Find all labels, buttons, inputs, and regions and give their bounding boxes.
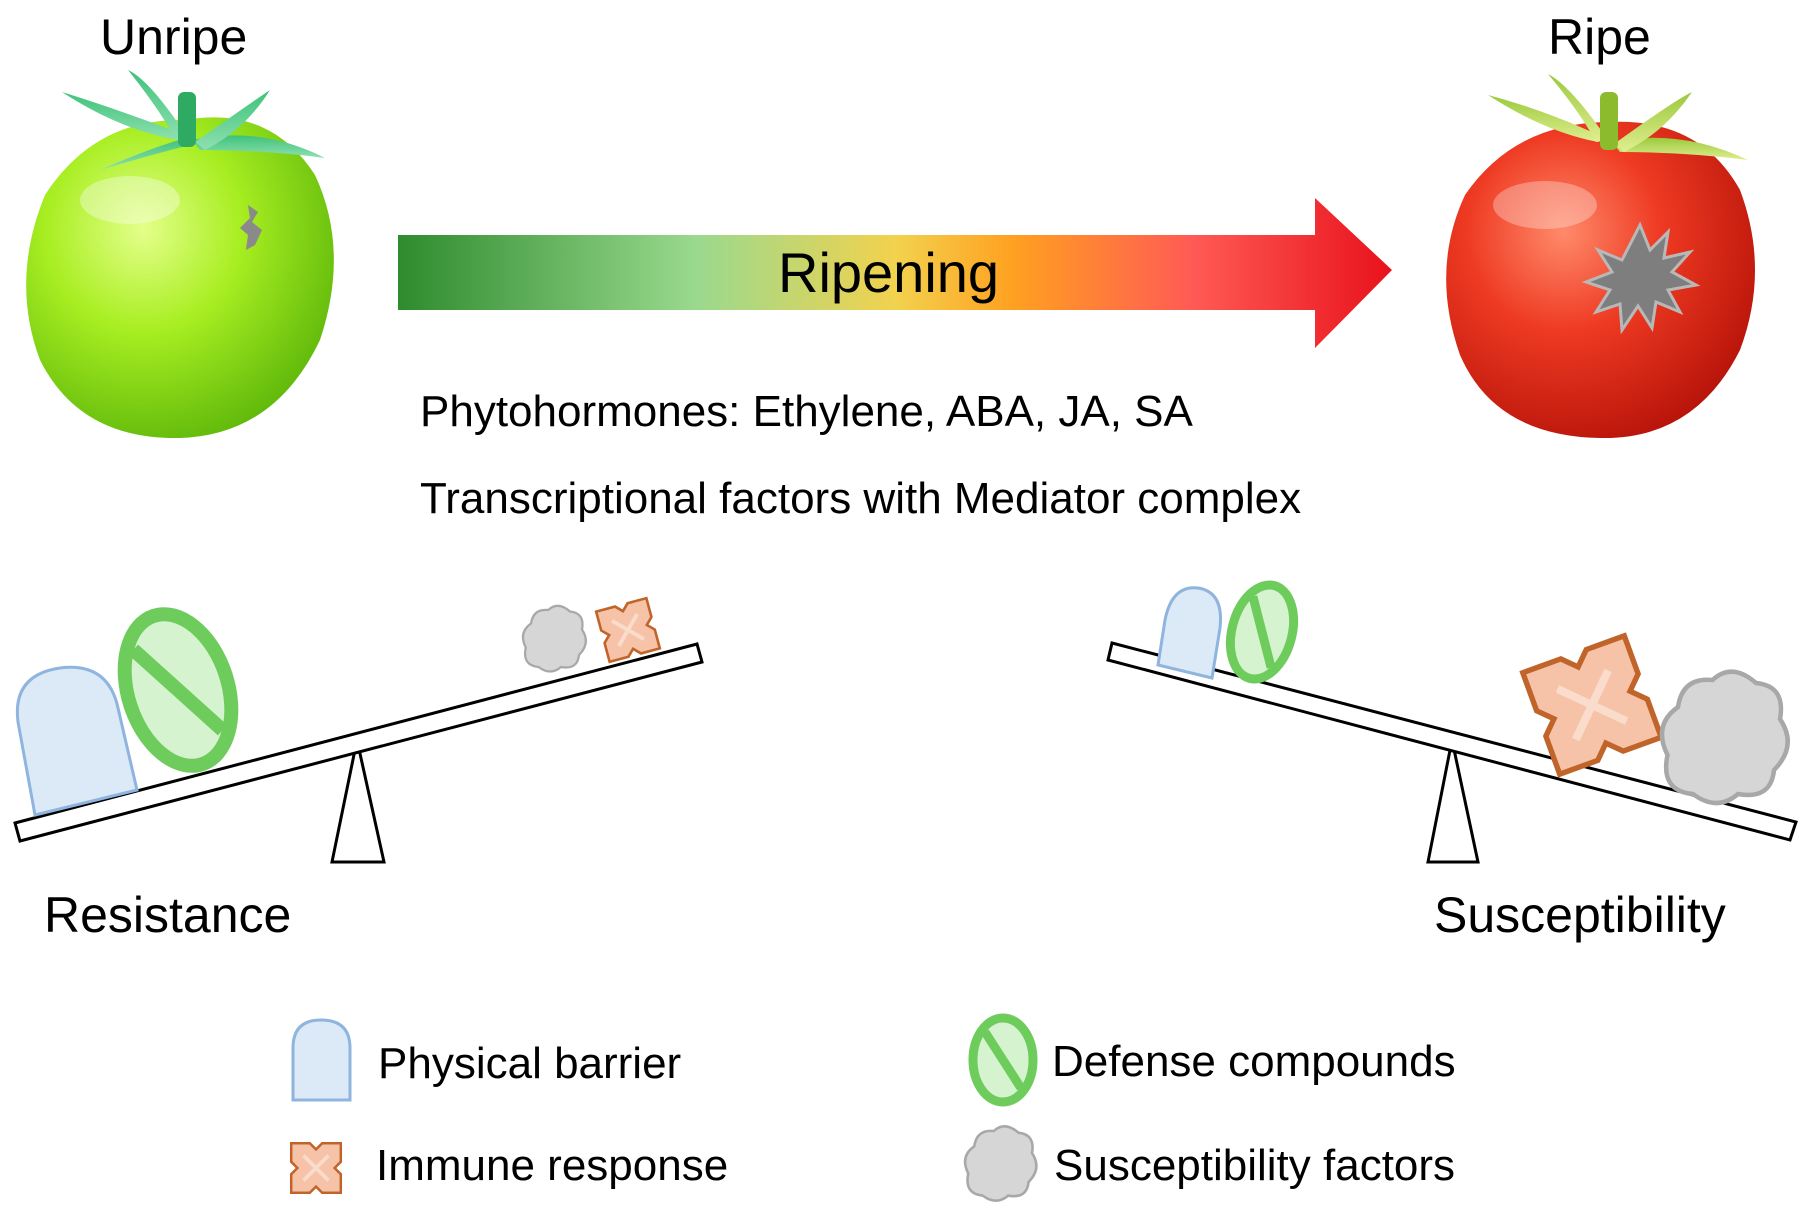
unripe-label: Unripe xyxy=(100,9,248,65)
legend-immune-response-label: Immune response xyxy=(376,1141,729,1190)
legend-immune-response-icon xyxy=(289,1141,343,1195)
susceptibility-label: Susceptibility xyxy=(1434,887,1726,943)
ripening-arrow xyxy=(398,198,1392,348)
ripening-label: Ripening xyxy=(778,241,1000,304)
phytohormones-text: Phytohormones: Ethylene, ABA, JA, SA xyxy=(420,387,1193,436)
unripe-tomato-icon xyxy=(26,70,334,439)
legend-defense-compounds-label: Defense compounds xyxy=(1052,1037,1456,1086)
resistance-balance xyxy=(13,596,704,864)
legend-defense-compounds-icon xyxy=(968,1013,1038,1107)
susceptibility-balance xyxy=(1106,580,1798,864)
resistance-label: Resistance xyxy=(44,887,292,943)
ripe-label: Ripe xyxy=(1548,9,1651,65)
legend-physical-barrier-label: Physical barrier xyxy=(378,1039,682,1088)
ripe-tomato-icon xyxy=(1446,74,1755,439)
legend-physical-barrier-icon xyxy=(291,1018,352,1102)
transcription-factors-text: Transcriptional factors with Mediator co… xyxy=(420,474,1302,523)
legend-susceptibility-factors-icon xyxy=(963,1125,1038,1202)
legend-susceptibility-factors-label: Susceptibility factors xyxy=(1054,1141,1456,1190)
